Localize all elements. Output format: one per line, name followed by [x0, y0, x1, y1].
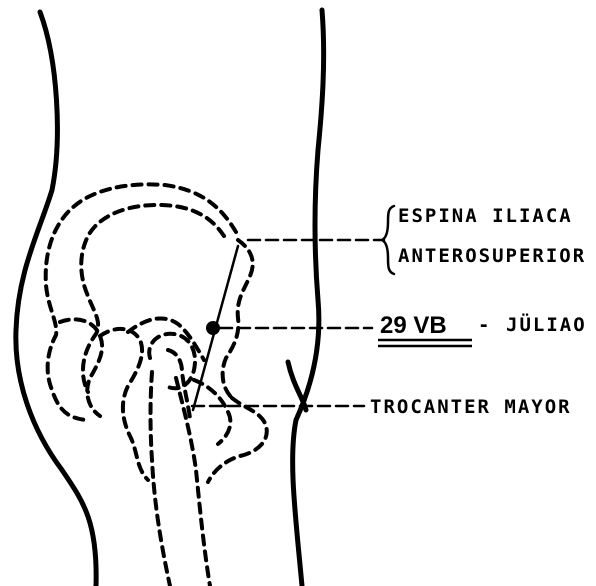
femur-head-outline — [149, 334, 195, 389]
hip-lower-outline — [208, 398, 267, 482]
thigh-crease — [288, 362, 306, 410]
pelvis-inner-outline — [81, 205, 224, 392]
label-espina-iliaca: ESPINA ILIACA — [398, 205, 573, 227]
acupoint-marker — [206, 321, 220, 335]
front-body-outline — [293, 10, 324, 586]
espina-brace — [382, 206, 394, 274]
label-point-code: 29 VB — [380, 312, 447, 339]
ischium-outline — [100, 329, 148, 480]
femur-shaft-left — [151, 372, 171, 586]
label-point-dash: - — [478, 314, 491, 336]
label-anterosuperior: ANTEROSUPERIOR — [398, 245, 586, 267]
label-point-name: JÜLIAO — [506, 312, 587, 336]
label-trocanter-mayor: TROCANTER MAYOR — [370, 396, 572, 418]
iliac-crest-front — [223, 240, 253, 398]
buttock-outline — [16, 12, 96, 586]
